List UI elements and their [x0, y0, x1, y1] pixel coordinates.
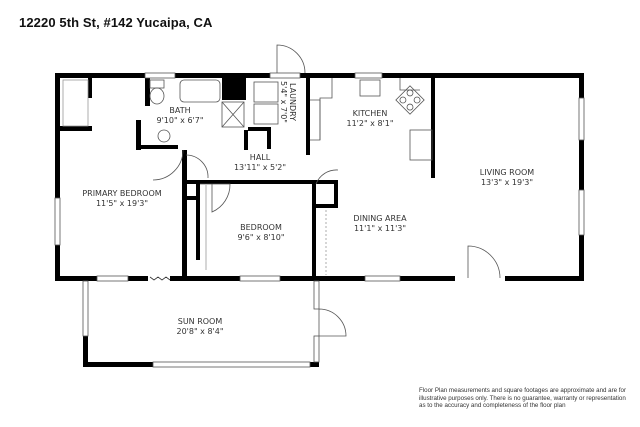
- room-name: BEDROOM: [240, 223, 282, 232]
- room-name: HALL: [250, 153, 271, 162]
- room-dimensions: 20'8" x 8'4": [176, 327, 223, 336]
- room-dimensions: 11'5" x 19'3": [96, 199, 148, 208]
- doors: [152, 44, 501, 337]
- room-dining-area: DINING AREA 11'1" x 11'3": [353, 214, 407, 233]
- room-dimensions: 11'1" x 11'3": [354, 224, 406, 233]
- room-name: BATH: [169, 106, 190, 115]
- windows: [54, 72, 585, 368]
- room-dimensions: 9'10" x 6'7": [156, 116, 203, 125]
- room-bedroom: BEDROOM 9'6" x 8'10": [237, 223, 284, 242]
- room-dimensions: 5'4" x 7'0": [279, 81, 288, 123]
- room-laundry: LAUNDRY 5'4" x 7'0": [279, 81, 297, 123]
- room-labels: BATH 9'10" x 6'7" LAUNDRY 5'4" x 7'0" KI…: [82, 81, 534, 336]
- disclaimer-text: Floor Plan measurements and square foota…: [419, 387, 627, 410]
- room-dimensions: 13'3" x 19'3": [481, 178, 533, 187]
- room-name: PRIMARY BEDROOM: [82, 189, 161, 198]
- room-dimensions: 11'2" x 8'1": [346, 119, 393, 128]
- room-primary-bedroom: PRIMARY BEDROOM 11'5" x 19'3": [82, 189, 161, 208]
- room-name: SUN ROOM: [178, 317, 223, 326]
- room-hall: HALL 13'11" x 5'2": [234, 153, 286, 172]
- room-name: KITCHEN: [353, 109, 388, 118]
- room-dimensions: 9'6" x 8'10": [237, 233, 284, 242]
- room-sun-room: SUN ROOM 20'8" x 8'4": [176, 317, 223, 336]
- room-name: LAUNDRY: [288, 83, 297, 121]
- room-dimensions: 13'11" x 5'2": [234, 163, 286, 172]
- property-address-title: 12220 5th St, #142 Yucaipa, CA: [19, 15, 213, 30]
- room-living-room: LIVING ROOM 13'3" x 19'3": [480, 168, 535, 187]
- room-name: LIVING ROOM: [480, 168, 535, 177]
- fixtures: [62, 78, 433, 281]
- room-bath: BATH 9'10" x 6'7": [156, 106, 203, 125]
- exterior-walls: [55, 73, 584, 367]
- room-name: DINING AREA: [353, 214, 407, 223]
- room-kitchen: KITCHEN 11'2" x 8'1": [346, 109, 393, 128]
